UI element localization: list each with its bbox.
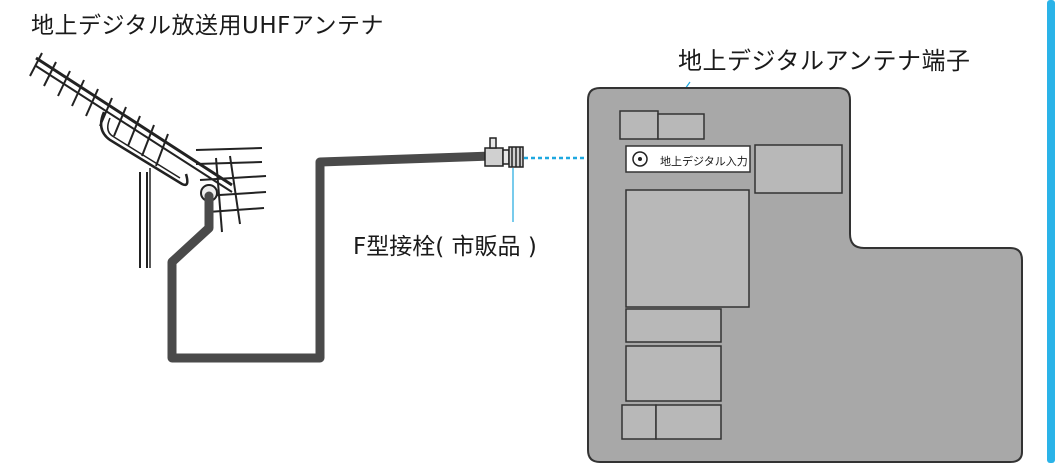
panel-box-top-b [657, 113, 705, 140]
diagram-title: 地上デジタル放送用UHFアンテナ [31, 13, 384, 39]
panel-box-lower [625, 345, 722, 402]
panel-box-bottom-b [655, 404, 722, 440]
panel-box-mid [625, 308, 722, 343]
panel-box-right [754, 144, 843, 194]
f-connector-icon [484, 137, 524, 168]
panel-components [619, 110, 843, 440]
antenna-terminal-label: 地上デジタルアンテナ端子 [678, 47, 971, 75]
panel-box-bottom-a [621, 404, 657, 440]
panel-box-large [625, 189, 750, 308]
antenna-jack-icon [632, 151, 648, 167]
digital-input-label: 地上デジタル入力 [660, 155, 748, 168]
uhf-antenna-icon [29, 52, 267, 268]
coax-cable [167, 151, 497, 363]
panel-box-top-a [619, 110, 659, 140]
edge-accent-bar [1047, 0, 1055, 463]
f-connector-label: F型接栓( 市販品 ) [353, 234, 537, 260]
